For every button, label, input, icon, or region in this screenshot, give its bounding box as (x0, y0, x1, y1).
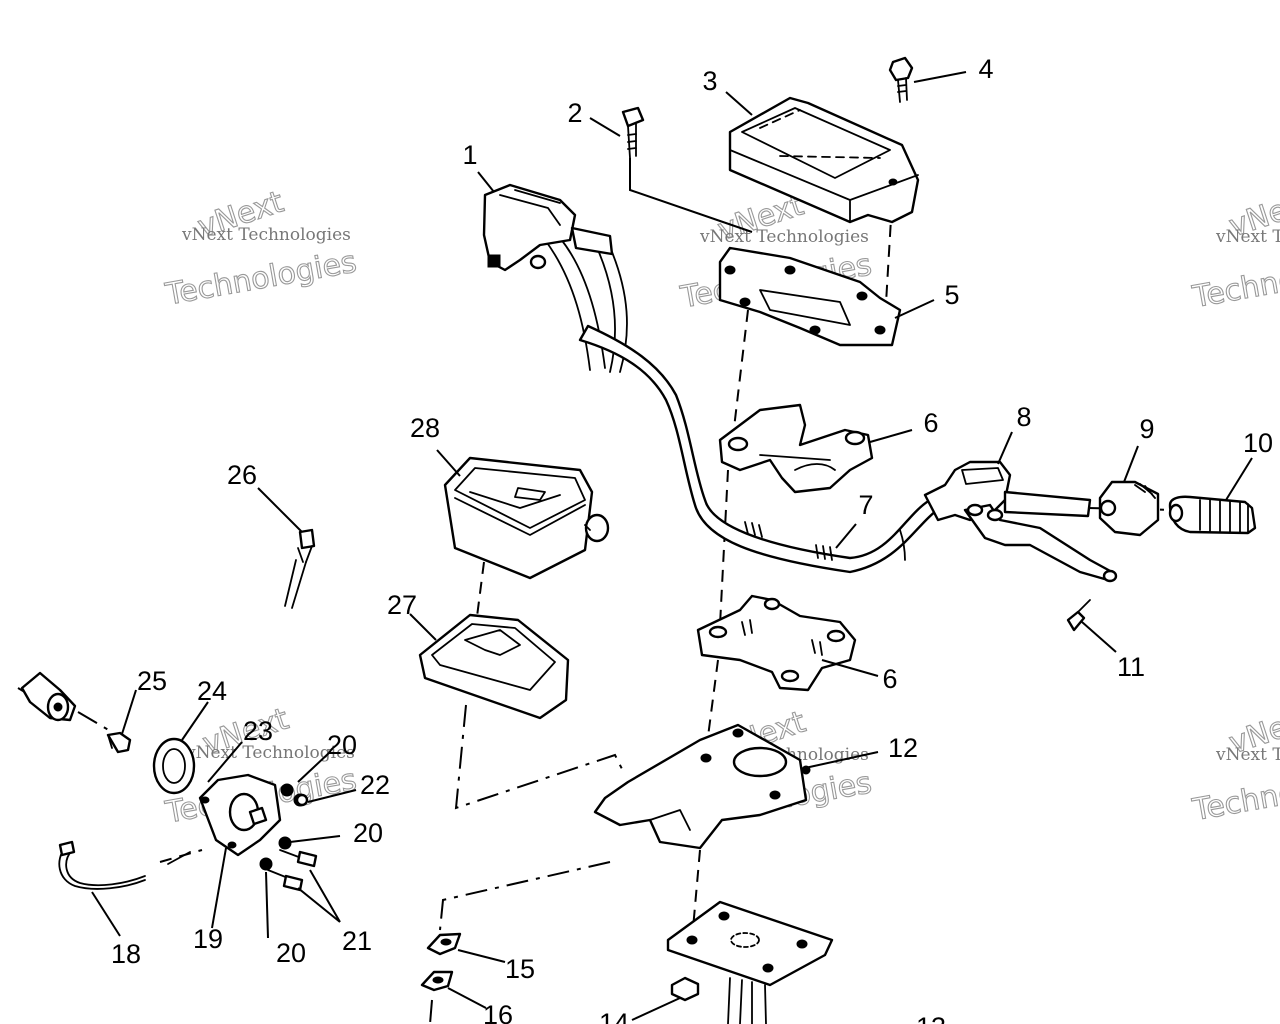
watermark-text: Technologies (1189, 760, 1280, 828)
callout-6-upper: 6 (923, 408, 938, 438)
watermark-right-top: vNext vNext Technologies Technologies (1189, 183, 1280, 315)
callout-23: 23 (243, 716, 273, 746)
part-clamp-lower (696, 594, 857, 692)
part-master-cylinder (923, 460, 1118, 583)
callout-20-bottom: 20 (276, 938, 306, 968)
guide-line (719, 469, 729, 626)
watermark-text: Technologies (1189, 247, 1280, 315)
callout-12: 12 (888, 733, 918, 763)
callout-14: 14 (599, 1008, 629, 1024)
watermark-left: vNext vNext Technologies Technologies (162, 184, 360, 313)
callout-13: 13 (916, 1012, 946, 1024)
callout-16: 16 (483, 1000, 513, 1024)
part-clamp-upper (718, 403, 874, 494)
part-gauge-boot (418, 613, 570, 720)
part-instrument-gauge (443, 456, 610, 580)
callout-18: 18 (111, 939, 141, 969)
callout-20-middle: 20 (353, 818, 383, 848)
callout-2: 2 (567, 98, 582, 128)
callout-labels: 1 2 3 4 5 6 7 8 9 10 11 12 13 14 15 16 1… (111, 54, 1273, 1024)
callout-21: 21 (342, 926, 372, 956)
callout-10: 10 (1243, 428, 1273, 458)
callout-6-lower: 6 (882, 664, 897, 694)
callout-4: 4 (978, 54, 993, 84)
part-mounting-bracket (593, 723, 811, 850)
watermark-text: Technologies (162, 245, 359, 313)
guide-line (429, 999, 433, 1024)
part-steering-plate (666, 900, 834, 1024)
callout-24: 24 (197, 676, 227, 706)
part-seal-ring-24 (152, 737, 196, 795)
guide-line (691, 849, 701, 941)
callout-15: 15 (505, 954, 535, 984)
callout-27: 27 (387, 590, 417, 620)
callout-26: 26 (227, 460, 257, 490)
callout-22: 22 (360, 770, 390, 800)
part-base-plate (718, 246, 902, 347)
part-throttle (1098, 480, 1160, 537)
part-nut-14 (670, 976, 700, 1002)
callout-3: 3 (702, 66, 717, 96)
part-cable-sleeve (20, 671, 77, 722)
callout-28: 28 (410, 413, 440, 443)
part-cable-end (284, 528, 316, 609)
watermark-text: vNext Technologies (181, 225, 351, 245)
watermark-text: vNext Technologies (699, 227, 869, 247)
part-screw-25 (106, 731, 132, 754)
callout-19: 19 (193, 924, 223, 954)
guide-line (77, 711, 113, 733)
watermark-bottom-right: vNext vNext Technologies Technologies (1189, 700, 1280, 828)
part-cover (728, 96, 920, 224)
leader-lines (91, 71, 1253, 1021)
watermark-text: vNext Technologies (1215, 227, 1280, 247)
part-bolt-2 (621, 106, 645, 159)
callout-8: 8 (1016, 402, 1031, 432)
callout-11: 11 (1117, 652, 1145, 682)
guide-line (439, 861, 611, 931)
part-nuts-20-22 (280, 783, 309, 807)
watermark-text: vNext Technologies (1215, 745, 1280, 765)
callout-5: 5 (944, 280, 959, 310)
part-bolts-21 (259, 836, 318, 892)
part-sensor-wire-18 (58, 840, 191, 890)
callout-7: 7 (858, 490, 873, 520)
guide-line (454, 704, 626, 810)
callout-25: 25 (137, 666, 167, 696)
callout-9: 9 (1139, 414, 1154, 444)
part-grip (1168, 495, 1257, 535)
part-washer-15 (426, 932, 462, 956)
guide-line (731, 309, 749, 446)
guide-line (629, 158, 753, 233)
part-washer-16 (420, 970, 454, 992)
callout-1: 1 (462, 140, 477, 170)
guide-line (705, 659, 719, 753)
callout-20-top: 20 (327, 730, 357, 760)
part-bolt-4 (888, 56, 914, 103)
part-screw-11 (1066, 599, 1091, 632)
part-housing-19 (198, 773, 282, 857)
